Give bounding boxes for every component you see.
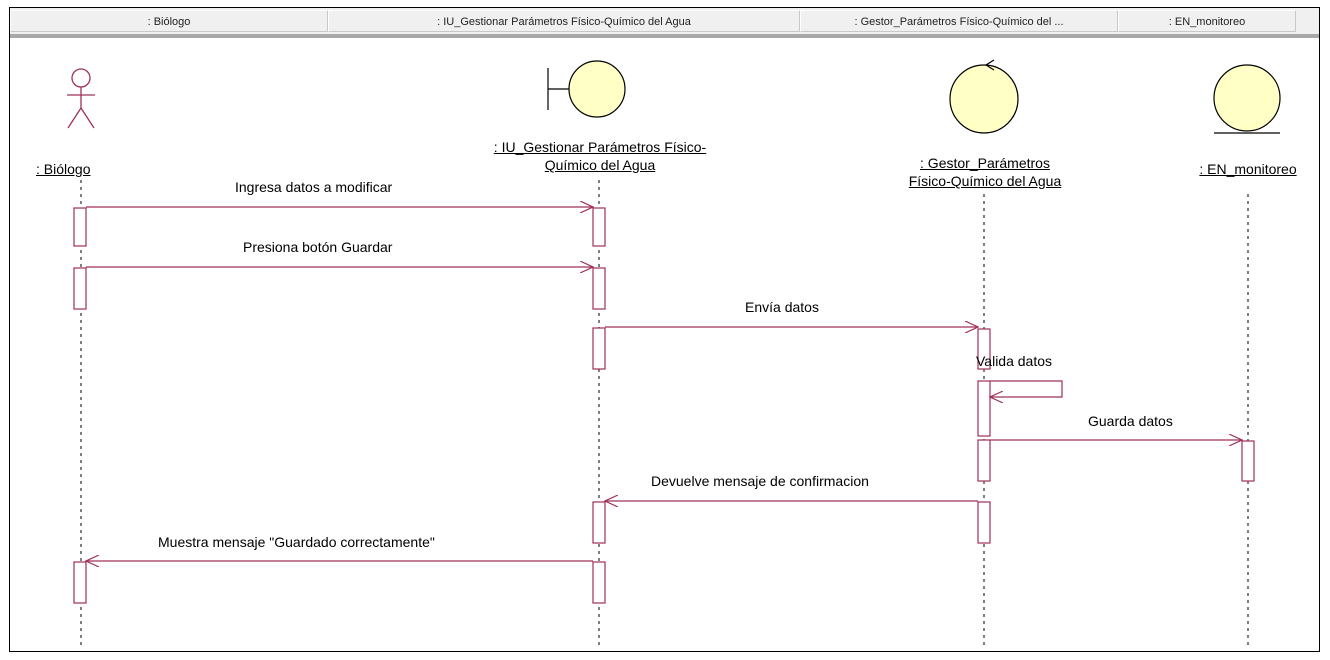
message-label: Devuelve mensaje de confirmacion [651,473,869,489]
control-icon [949,59,1019,134]
activation-bar [977,439,991,482]
lifeline-label-biologo: : Biólogo [36,161,91,177]
diagram-canvas [67,59,1281,648]
message-arrow-self [990,380,1063,397]
sequence-diagram-frame: : Biólogo : IU_Gestionar Parámetros Físi… [9,7,1320,652]
actor-icon [67,68,95,129]
activation-bar [73,561,87,604]
message-label: Envía datos [745,299,819,315]
message-label: Valida datos [976,353,1053,369]
activation-bar [592,501,606,544]
message-label: Muestra mensaje "Guardado correctamente" [158,534,435,550]
activation-bar [592,267,606,310]
activation-bar [73,207,87,247]
message-arrows [86,207,1242,561]
message-label: Presiona botón Guardar [243,239,393,255]
activation-bar [1241,440,1255,482]
header-cell-biologo[interactable]: : Biólogo [10,10,328,32]
activation-bar [977,380,991,437]
lifeline-label-entidad: : EN_monitoreo [1199,161,1297,177]
message-label: Ingresa datos a modificar [235,179,393,195]
header-cell-iu[interactable]: : IU_Gestionar Parámetros Físico-Químico… [328,10,800,32]
header-cell-gestor[interactable]: : Gestor_Parámetros Físico-Químico del .… [800,10,1118,32]
lifeline-header-bar: : Biólogo : IU_Gestionar Parámetros Físi… [10,8,1319,38]
activation-bar [73,267,87,310]
activation-bar [592,561,606,604]
message-label: Guarda datos [1088,413,1173,429]
activation-bars [73,207,1255,604]
boundary-icon [547,60,626,118]
lifeline-label-gestor: : Gestor_Parámetros Físico-Químico del A… [908,155,1062,189]
activation-bar [592,327,606,370]
activation-bar [977,501,991,544]
activation-bar [977,328,991,370]
lifeline-label-iu: : IU_Gestionar Parámetros Físico- Químic… [493,139,707,173]
entity-icon [1213,64,1281,134]
activation-bar [592,207,606,247]
header-cell-entidad[interactable]: : EN_monitoreo [1118,10,1296,32]
